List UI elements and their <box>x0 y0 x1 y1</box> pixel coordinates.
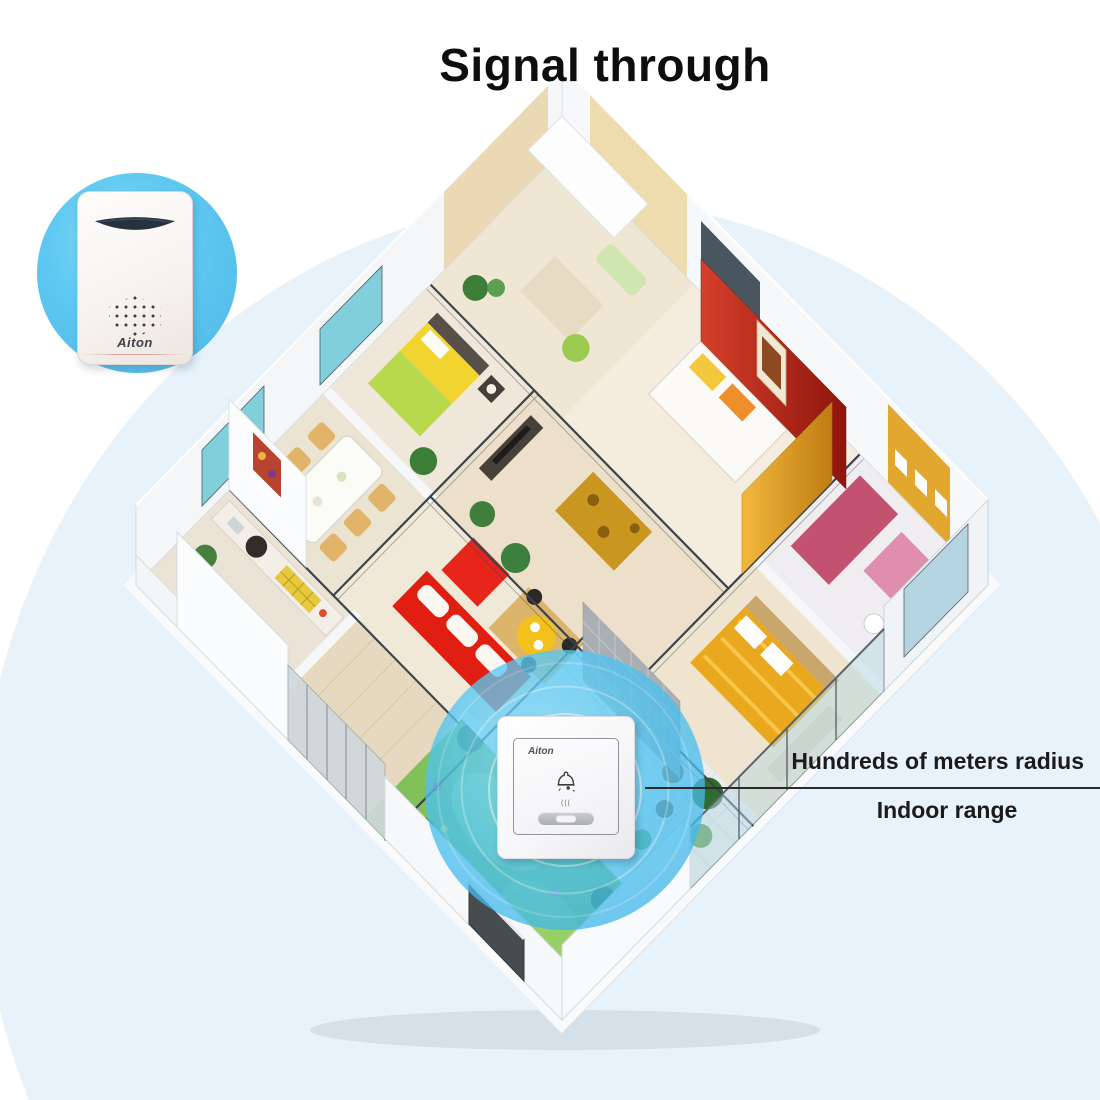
bell-icon <box>548 765 584 801</box>
doorbell-button-panel: Aiton ((( <box>513 738 619 835</box>
sound-marks: ((( <box>561 800 571 807</box>
annotation-divider-line <box>645 787 1100 789</box>
wall-southeast <box>561 498 989 1022</box>
signal-ripple <box>437 662 693 918</box>
push-button <box>538 812 594 825</box>
wall-northeast <box>561 63 989 587</box>
wall-southwest <box>135 530 563 1022</box>
doorbell-receiver: Aiton <box>77 191 193 365</box>
button-brand-label: Aiton <box>528 746 554 757</box>
indicator-lens-icon <box>91 212 179 238</box>
page-title: Signal through <box>439 39 771 91</box>
receiver-brand-label: Aiton <box>117 335 153 350</box>
speaker-hole-grid-icon <box>109 295 161 337</box>
radius-annotation: Hundreds of meters radius <box>791 748 1084 774</box>
wall-gold-accent <box>741 401 833 575</box>
range-annotation: Indoor range <box>876 797 1018 823</box>
receiver-seam <box>81 354 189 355</box>
doorbell-button: Aiton ((( <box>497 716 635 859</box>
roof-parapet <box>527 115 649 239</box>
wall-painting <box>228 397 307 569</box>
